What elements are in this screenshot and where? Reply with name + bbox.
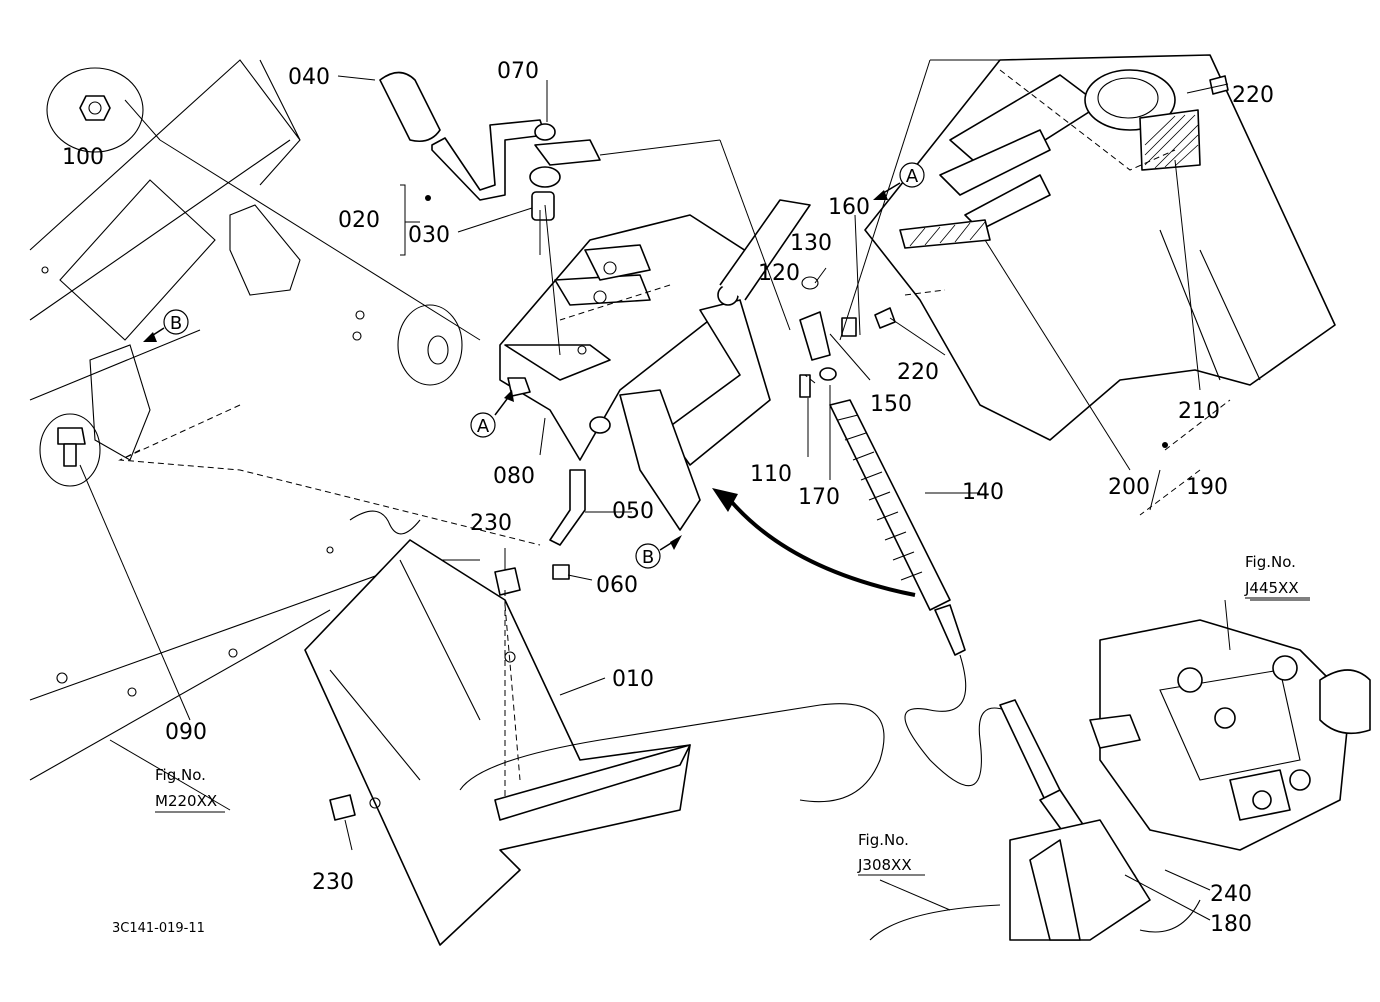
view-marker-b-right: B <box>635 535 682 569</box>
view-marker-b-left: B <box>143 309 189 342</box>
svg-text:J445XX: J445XX <box>1244 579 1299 597</box>
figure-ref-m220: Fig.No. M220XX <box>155 766 217 810</box>
curved-arrow <box>712 488 916 597</box>
plate-010 <box>304 539 885 946</box>
transmission-block <box>869 619 1371 941</box>
label-230-bottom: 230 <box>312 870 354 895</box>
label-180: 180 <box>1210 912 1252 937</box>
document-code: 3C141-019-11 <box>112 921 205 936</box>
cover-190 <box>864 54 1336 441</box>
svg-text:A: A <box>477 416 490 437</box>
svg-text:B: B <box>642 547 654 568</box>
label-110: 110 <box>750 462 792 487</box>
figure-ref-j308: Fig.No. J308XX <box>857 831 912 874</box>
label-040: 040 <box>288 65 330 90</box>
part-numbers: 040 070 100 020 030 080 050 060 230 010 … <box>62 59 1274 937</box>
lever-020 <box>379 71 601 221</box>
label-190: 190 <box>1186 475 1228 500</box>
label-210: 210 <box>1178 399 1220 424</box>
part-leaders <box>79 75 1310 921</box>
label-200: 200 <box>1108 475 1150 500</box>
label-130: 130 <box>790 231 832 256</box>
label-230-top: 230 <box>470 511 512 536</box>
label-240: 240 <box>1210 882 1252 907</box>
label-050: 050 <box>612 499 654 524</box>
label-020: 020 <box>338 208 380 233</box>
callout-circles <box>39 67 144 487</box>
label-160: 160 <box>828 195 870 220</box>
label-120: 120 <box>758 261 800 286</box>
label-100: 100 <box>62 145 104 170</box>
label-220-mid: 220 <box>897 360 939 385</box>
bracket-080 <box>499 199 811 531</box>
label-070: 070 <box>497 59 539 84</box>
label-030: 030 <box>408 223 450 248</box>
view-marker-a-right: A <box>873 162 925 200</box>
figure-ref-j445: Fig.No. J445XX <box>1244 553 1299 597</box>
label-170: 170 <box>798 485 840 510</box>
label-060: 060 <box>596 573 638 598</box>
label-150: 150 <box>870 392 912 417</box>
label-140: 140 <box>962 480 1004 505</box>
label-010: 010 <box>612 667 654 692</box>
svg-text:A: A <box>906 166 919 187</box>
view-marker-a-left: A <box>470 390 514 438</box>
label-080: 080 <box>493 464 535 489</box>
label-090: 090 <box>165 720 207 745</box>
indicator-dots <box>425 195 1168 448</box>
svg-text:J308XX: J308XX <box>857 856 912 874</box>
pin-050 <box>549 469 586 580</box>
svg-text:Fig.No.: Fig.No. <box>1245 553 1296 571</box>
svg-text:Fig.No.: Fig.No. <box>858 831 909 849</box>
reference-lines <box>118 59 1176 800</box>
label-220-top: 220 <box>1232 83 1274 108</box>
svg-text:Fig.No.: Fig.No. <box>155 766 206 784</box>
svg-text:B: B <box>170 313 182 334</box>
svg-text:M220XX: M220XX <box>155 792 217 810</box>
